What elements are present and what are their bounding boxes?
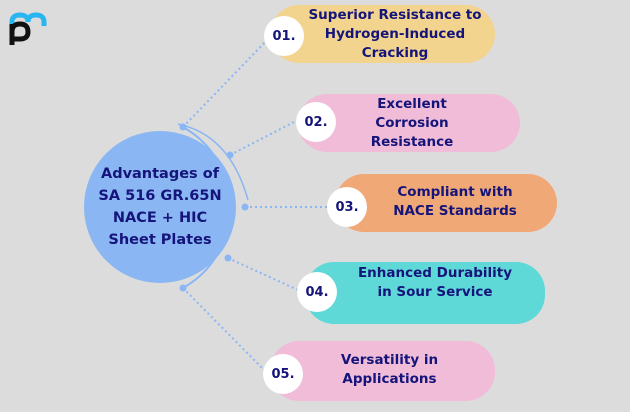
item-label-5: Versatility in Applications: [340, 352, 439, 387]
item-number-4: 04.: [297, 272, 337, 312]
advantage-item-5: [270, 341, 495, 401]
item-number-5: 05.: [263, 354, 303, 394]
advantage-item-1: [270, 5, 495, 63]
item-number-1: 01.: [264, 16, 304, 56]
advantage-item-3: [335, 174, 557, 232]
item-label-2: Excellent Corrosion Resistance: [370, 96, 454, 150]
item-number-2: 02.: [296, 102, 336, 142]
pm-logo-icon: [9, 12, 47, 45]
advantage-item-4: [305, 262, 545, 324]
item-label-4: Enhanced Durability in Sour Service: [357, 265, 513, 300]
hub-circle: Advantages of SA 516 GR.65N NACE + HIC S…: [84, 131, 236, 283]
item-label-3: Compliant with NACE Standards: [393, 184, 517, 219]
item-number-3: 03.: [327, 187, 367, 227]
hub-title: Advantages of SA 516 GR.65N NACE + HIC S…: [98, 166, 222, 248]
item-label-1: Superior Resistance to Hydrogen-Induced …: [308, 7, 482, 61]
